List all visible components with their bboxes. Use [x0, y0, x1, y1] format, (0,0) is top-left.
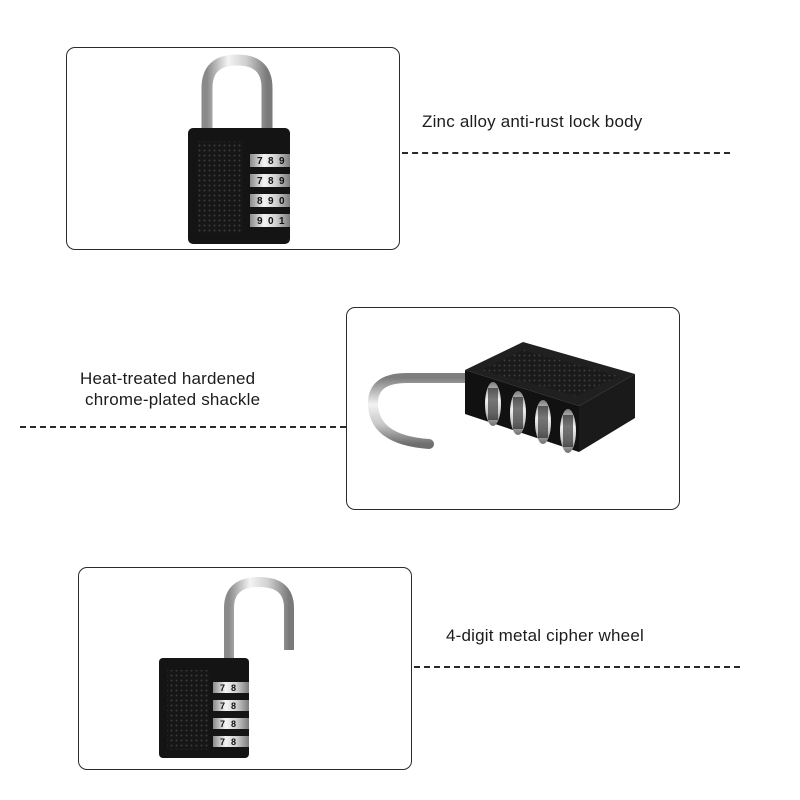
wheel-digits: 7 8 9 7 8 9 8 9 0 9 0 1 [257, 156, 285, 227]
caption-shackle-line2: chrome-plated shackle [85, 390, 261, 409]
cipher-wheels [250, 154, 290, 227]
shackle [201, 54, 273, 130]
cipher-wheels [213, 682, 249, 747]
digit: 8 [231, 683, 236, 693]
digit: 9 [279, 176, 285, 187]
digit: 9 [279, 156, 285, 167]
closed-padlock-image: 7 8 9 7 8 9 8 9 0 9 0 1 [188, 54, 290, 244]
digit: 8 [231, 737, 236, 747]
digit: 7 [220, 737, 225, 747]
digit: 8 [268, 176, 274, 187]
digit: 0 [279, 196, 285, 207]
digit: 7 [220, 683, 225, 693]
lock-body-side [579, 374, 635, 452]
wheel-digits: 7 8 7 8 7 8 7 8 [220, 683, 236, 747]
digit: 8 [231, 719, 236, 729]
caption-cipher-wheel: 4-digit metal cipher wheel [446, 626, 644, 645]
digit: 8 [257, 196, 263, 207]
feature-panel-shackle [346, 307, 680, 510]
caption-shackle-line1: Heat-treated hardened [80, 369, 256, 388]
open-padlock-image: 7 8 7 8 7 8 7 8 [159, 576, 294, 758]
digit: 8 [231, 701, 236, 711]
digit: 7 [257, 156, 263, 167]
grip-texture [167, 670, 209, 750]
shackle [224, 576, 294, 663]
digit: 7 [220, 701, 225, 711]
digit: 7 [257, 176, 263, 187]
digit: 7 [220, 719, 225, 729]
digit: 1 [279, 216, 285, 227]
caption-lock-body: Zinc alloy anti-rust lock body [422, 112, 643, 131]
digit: 8 [268, 156, 274, 167]
digit: 9 [268, 196, 274, 207]
shackle [367, 373, 474, 449]
dashed-leader-line [414, 666, 740, 668]
feature-panel-cipher-wheel: 7 8 7 8 7 8 7 8 [78, 567, 412, 770]
feature-panel-lock-body: 7 8 9 7 8 9 8 9 0 9 0 1 [66, 47, 400, 250]
caption-shackle: Heat-treated hardened chrome-plated shac… [80, 368, 260, 410]
dashed-leader-line [20, 426, 346, 428]
open-padlock-side-image [367, 342, 635, 453]
grip-texture [481, 350, 619, 396]
cipher-wheels [485, 382, 576, 453]
dashed-leader-line [402, 152, 730, 154]
digit: 9 [257, 216, 263, 227]
digit: 0 [268, 216, 274, 227]
grip-texture [197, 141, 243, 233]
